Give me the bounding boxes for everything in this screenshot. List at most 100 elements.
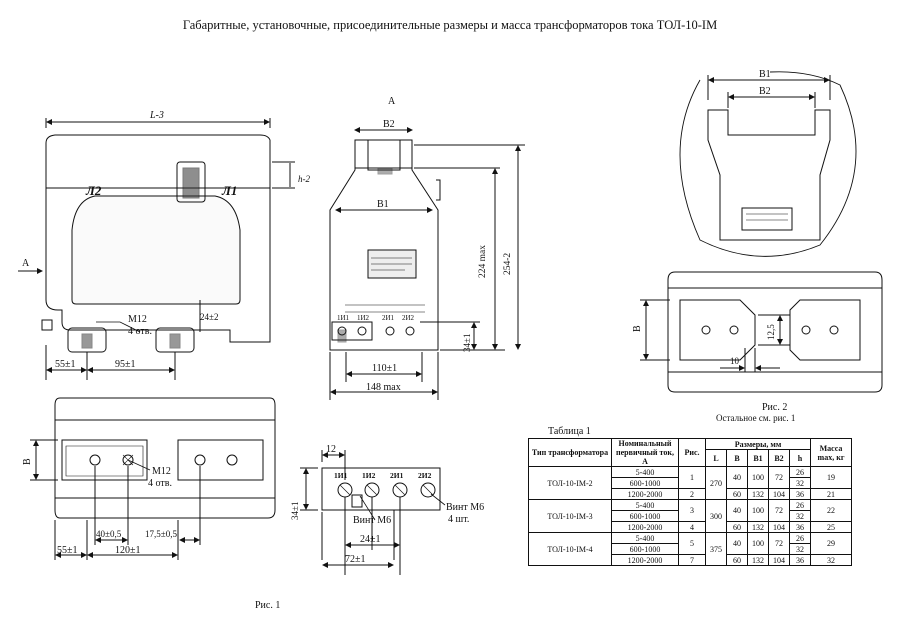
label-l2: Л2 [85, 183, 102, 198]
cell-mass: 25 [810, 521, 852, 533]
cell-current: 5-400 [611, 499, 679, 511]
cell-b1: 132 [747, 554, 769, 566]
header-b: В [726, 449, 748, 467]
cell-b2: 104 [768, 488, 790, 500]
cell-b2: 72 [768, 466, 790, 489]
dim-110-label: 110±1 [372, 363, 397, 374]
view-a-title: А [388, 96, 396, 107]
view-a-arrow-label: А [22, 258, 30, 269]
header-mass: Масса max, кг [810, 438, 852, 467]
fig1-caption: Рис. 1 [255, 600, 280, 611]
header-b2: В2 [768, 449, 790, 467]
dim-l-label: L-3 [149, 110, 164, 121]
cell-b2: 72 [768, 499, 790, 522]
dim-95-label: 95±1 [115, 359, 136, 370]
header-type: Тип трансформатора [528, 438, 612, 467]
dim-34b-label: 34±1 [290, 502, 300, 520]
terminal-detail-label-4: 2И2 [418, 471, 432, 480]
dim-254-label: 254-2 [503, 253, 513, 275]
cell-current: 1200-2000 [611, 488, 679, 500]
fig2-dim-b1-label: В1 [759, 69, 771, 80]
table-row: 600-1000 32 [529, 510, 852, 522]
fig1-top-view [30, 397, 276, 560]
dim-24b-label: 24±1 [360, 534, 381, 545]
dim-224-label: 224 max [478, 245, 488, 278]
terminal-label-1: 1И1 [337, 314, 350, 322]
cell-b: 60 [726, 488, 748, 500]
fig1-terminal-detail [300, 450, 446, 575]
cell-current: 1200-2000 [611, 554, 679, 566]
cell-current: 5-400 [611, 466, 679, 478]
dim-40-label: 40±0,5 [96, 529, 122, 539]
cell-l: 300 [705, 499, 727, 533]
dim-24-2-label: 24±2 [200, 312, 218, 322]
cell-h: 36 [789, 488, 811, 500]
cell-b2: 72 [768, 532, 790, 555]
cell-b: 40 [726, 532, 748, 555]
cell-fig: 7 [678, 554, 706, 566]
terminal-detail-label-3: 2И1 [390, 471, 404, 480]
fig2-dim-b2-label: В2 [759, 86, 771, 97]
cell-b1: 132 [747, 521, 769, 533]
cell-b: 40 [726, 499, 748, 522]
dim-148-label: 148 max [366, 382, 401, 393]
terminal-detail-label-2: 1И2 [362, 471, 376, 480]
cell-type: ТОЛ-10-IМ-2 [528, 466, 612, 500]
cell-b1: 100 [747, 499, 769, 522]
cell-current: 600-1000 [611, 510, 679, 522]
cell-l: 270 [705, 466, 727, 500]
m12-top-label: М12 [152, 466, 171, 477]
cell-h: 36 [789, 521, 811, 533]
cell-mass: 22 [810, 499, 852, 522]
dim-b2-label: В2 [383, 119, 395, 130]
vint-m6-label-1: Винт М6 [353, 515, 391, 526]
cell-h: 32 [789, 510, 811, 522]
page-title: Габаритные, установочные, присоединитель… [182, 18, 718, 32]
cell-b: 60 [726, 554, 748, 566]
cell-type: ТОЛ-10-IМ-4 [528, 532, 612, 566]
cell-h: 32 [789, 543, 811, 555]
cell-h: 26 [789, 532, 811, 544]
terminal-label-3: 2И1 [382, 314, 395, 322]
cell-mass: 21 [810, 488, 852, 500]
cell-type: ТОЛ-10-IМ-3 [528, 499, 612, 533]
header-fig: Рис. [678, 438, 706, 467]
fig1-side-view-a [329, 127, 525, 400]
cell-fig: 3 [678, 499, 706, 522]
header-l: L [705, 449, 727, 467]
terminal-label-2: 1И2 [357, 314, 370, 322]
dim-h-label: h-2 [298, 174, 310, 184]
cell-h: 26 [789, 499, 811, 511]
fig2-dim-10-label: 10 [730, 356, 740, 366]
cell-fig: 4 [678, 521, 706, 533]
cell-mass: 32 [810, 554, 852, 566]
cell-fig: 2 [678, 488, 706, 500]
header-dims: Размеры, мм [705, 438, 811, 450]
terminal-detail-label-1: 1И1 [334, 471, 348, 480]
holes-4-label: 4 отв. [128, 326, 152, 337]
dim-72-label: 72±1 [345, 554, 366, 565]
pcs-4-label: 4 шт. [448, 514, 469, 525]
dim-120-label: 120±1 [115, 545, 141, 556]
fig1-front-view [18, 118, 295, 380]
vint-m6-label-2: Винт М6 [446, 502, 484, 513]
cell-b2: 104 [768, 521, 790, 533]
fig2-dim-b-label: В [632, 325, 643, 332]
terminal-label-4: 2И2 [402, 314, 415, 322]
dim-34-label: 34±1 [462, 334, 472, 352]
fig2-caption: Рис. 2 [762, 402, 787, 413]
cell-b1: 132 [747, 488, 769, 500]
table-caption: Таблица 1 [548, 426, 591, 437]
cell-mass: 29 [810, 532, 852, 555]
cell-b1: 100 [747, 466, 769, 489]
m12-label: М12 [128, 314, 147, 325]
fig2-dim-12-5-label: 12,5 [766, 324, 776, 340]
